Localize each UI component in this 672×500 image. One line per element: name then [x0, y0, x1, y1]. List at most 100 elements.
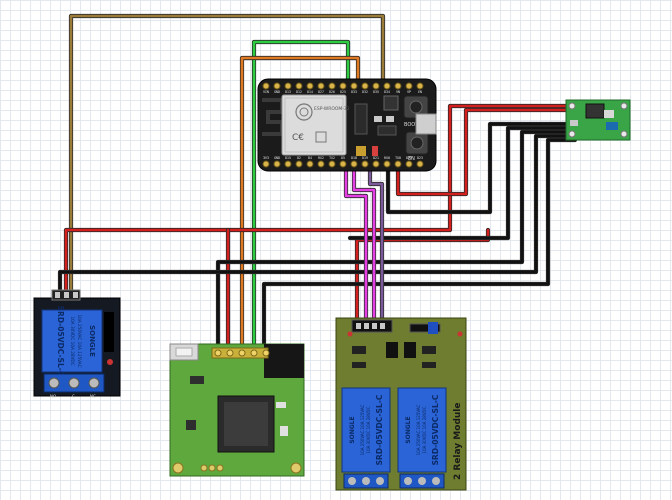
- buck-in-minus-hole: [568, 130, 576, 138]
- esp32-bottom-pin-3v3: [262, 160, 270, 168]
- esp32-bottom-pin-label: 3V3: [263, 156, 269, 160]
- esp32-top-pin-label: D25: [340, 90, 346, 94]
- sd-card-module: [169, 343, 305, 477]
- optocoupler-1: [386, 342, 398, 358]
- esp32-top-pin-gnd: [273, 82, 281, 90]
- esp32-bottom-pin-d5: [339, 160, 347, 168]
- esp32-bottom-pin-label: TX2: [329, 156, 335, 160]
- esp32-top-pin-label: D32: [362, 90, 368, 94]
- esp32-bottom-pin-label: RX2: [318, 156, 324, 160]
- single-relay-rating-2: 10A 30VDC 10A 28VDC: [70, 316, 75, 365]
- esp32-bottom-pin-label: TX0: [395, 156, 401, 160]
- power-led: [372, 146, 378, 156]
- esp32-top-pin-d12: [295, 82, 303, 90]
- wire-black-gnd-2: [348, 126, 577, 240]
- shield-label: ESP-WROOM-32: [314, 106, 350, 112]
- single-relay-model: SRD-05VDC-SL-C: [56, 306, 65, 377]
- esp32-top-pin-label: D12: [296, 90, 302, 94]
- esp32-bottom-pin-rx2: [317, 160, 325, 168]
- sd-header-pin: [238, 349, 246, 357]
- wires: [57, 13, 578, 355]
- relay-2-rating-2: 10A 30VDC 10A 28VDC: [422, 406, 427, 453]
- terminal-c-label: C: [72, 394, 75, 399]
- relay-2-body: [397, 387, 447, 473]
- terminal-nc-label: NC: [90, 394, 96, 399]
- esp32-top-pin-d14: [306, 82, 314, 90]
- single-relay-rating-1: 10A 250VAC 10A 125VAC: [77, 315, 82, 368]
- wire-brown-relay-to-esp32: [69, 14, 385, 301]
- esp32-top-pin-label: GND: [274, 90, 280, 94]
- wire-red-module-vcc: [355, 228, 490, 324]
- esp32-bottom-pin-d18: [350, 160, 358, 168]
- esp32-top-pin-vp: [405, 82, 413, 90]
- esp32-bottom-pin-d19: [361, 160, 369, 168]
- wire-pink-in1: [344, 158, 368, 330]
- esp32-top-pin-label: D26: [329, 90, 335, 94]
- wire-pink-in2: [352, 158, 376, 330]
- esp32-top-pin-label: D35: [373, 90, 379, 94]
- buck-out-minus-hole: [620, 130, 628, 138]
- buck-in-plus-hole: [568, 102, 576, 110]
- relay-1-brand: SONGLE: [349, 416, 356, 443]
- esp32-module-shield: [281, 94, 347, 156]
- esp32-bottom-pin-label: D2: [297, 156, 301, 160]
- esp32-bottom-pin-d22: [405, 160, 413, 168]
- esp32-bottom-pin-label: D5: [341, 156, 345, 160]
- en-label: EN: [408, 156, 415, 162]
- esp32-top-pin-d32: [361, 82, 369, 90]
- esp32-top-pin-en: [416, 82, 424, 90]
- esp32-bottom-pin-d4: [306, 160, 314, 168]
- esp32-top-pin-label: D34: [384, 90, 390, 94]
- two-relay-module: SONGLE 10A 250VAC 10A 125VAC 10A 30VDC 1…: [335, 317, 467, 491]
- usb-uart-chip: [383, 95, 399, 111]
- single-relay-brand: SONGLE: [88, 325, 96, 357]
- esp32-bottom-pin-d23: [416, 160, 424, 168]
- esp32-bottom-pin-tx2: [328, 160, 336, 168]
- relay-2-model: SRD-05VDC-SL-C: [431, 394, 440, 465]
- sd-header-pin: [226, 349, 234, 357]
- buck-converter: [565, 99, 631, 141]
- esp32-bottom-pin-gnd: [273, 160, 281, 168]
- esp32-top-pin-d25: [339, 82, 347, 90]
- esp32-top-pin-d33: [350, 82, 358, 90]
- esp32-bottom-pin-rx0: [383, 160, 391, 168]
- esp32-bottom-pin-d21: [372, 160, 380, 168]
- esp32-bottom-pin-label: D19: [362, 156, 368, 160]
- esp32-bottom-pin-label: D4: [308, 156, 312, 160]
- esp32-top-pin-label: D33: [351, 90, 357, 94]
- two-relay-jumper-header: [409, 323, 441, 333]
- relay-2-rating-1: 10A 250VAC 10A 125VAC: [416, 404, 421, 455]
- relay-1-rating-2: 10A 30VDC 10A 28VDC: [366, 406, 371, 453]
- relay-2-brand: SONGLE: [405, 416, 412, 443]
- esp32-bottom-pin-tx0: [394, 160, 402, 168]
- wire-black-gnd-5: [262, 138, 577, 354]
- esp32-top-pin-label: EN: [418, 90, 422, 94]
- esp32-top-pin-label: D13: [285, 90, 291, 94]
- esp32-top-pin-d13: [284, 82, 292, 90]
- sd-chip: [264, 344, 304, 378]
- wire-black-gnd-4: [58, 134, 577, 301]
- buck-out-plus-hole: [620, 102, 628, 110]
- optocoupler-2: [404, 342, 416, 358]
- esp32-top-pin-d34: [383, 82, 391, 90]
- wire-orange-sd-to-esp32: [240, 56, 360, 354]
- esp32-top-pin-label: VIN: [263, 90, 269, 94]
- inductor: [585, 103, 605, 119]
- single-relay-body: [41, 309, 103, 373]
- micro-usb-port: [415, 113, 437, 135]
- esp32-bottom-pin-label: D18: [351, 156, 357, 160]
- sd-header-pin: [214, 349, 222, 357]
- sd-header-pin: [262, 349, 270, 357]
- esp32-bottom-pin-label: D15: [285, 156, 291, 160]
- wifi-logo-icon: [295, 103, 313, 121]
- terminal-no-label: NO: [50, 394, 56, 399]
- two-relay-title: 2 Relay Module: [453, 403, 463, 481]
- esp32-top-pin-label: D27: [318, 90, 324, 94]
- esp32-top-pin-label: D14: [307, 90, 313, 94]
- single-relay-module: SONGLE 10A 250VAC 10A 125VAC 10A 30VDC 1…: [33, 289, 121, 399]
- sd-header-pin: [250, 349, 258, 357]
